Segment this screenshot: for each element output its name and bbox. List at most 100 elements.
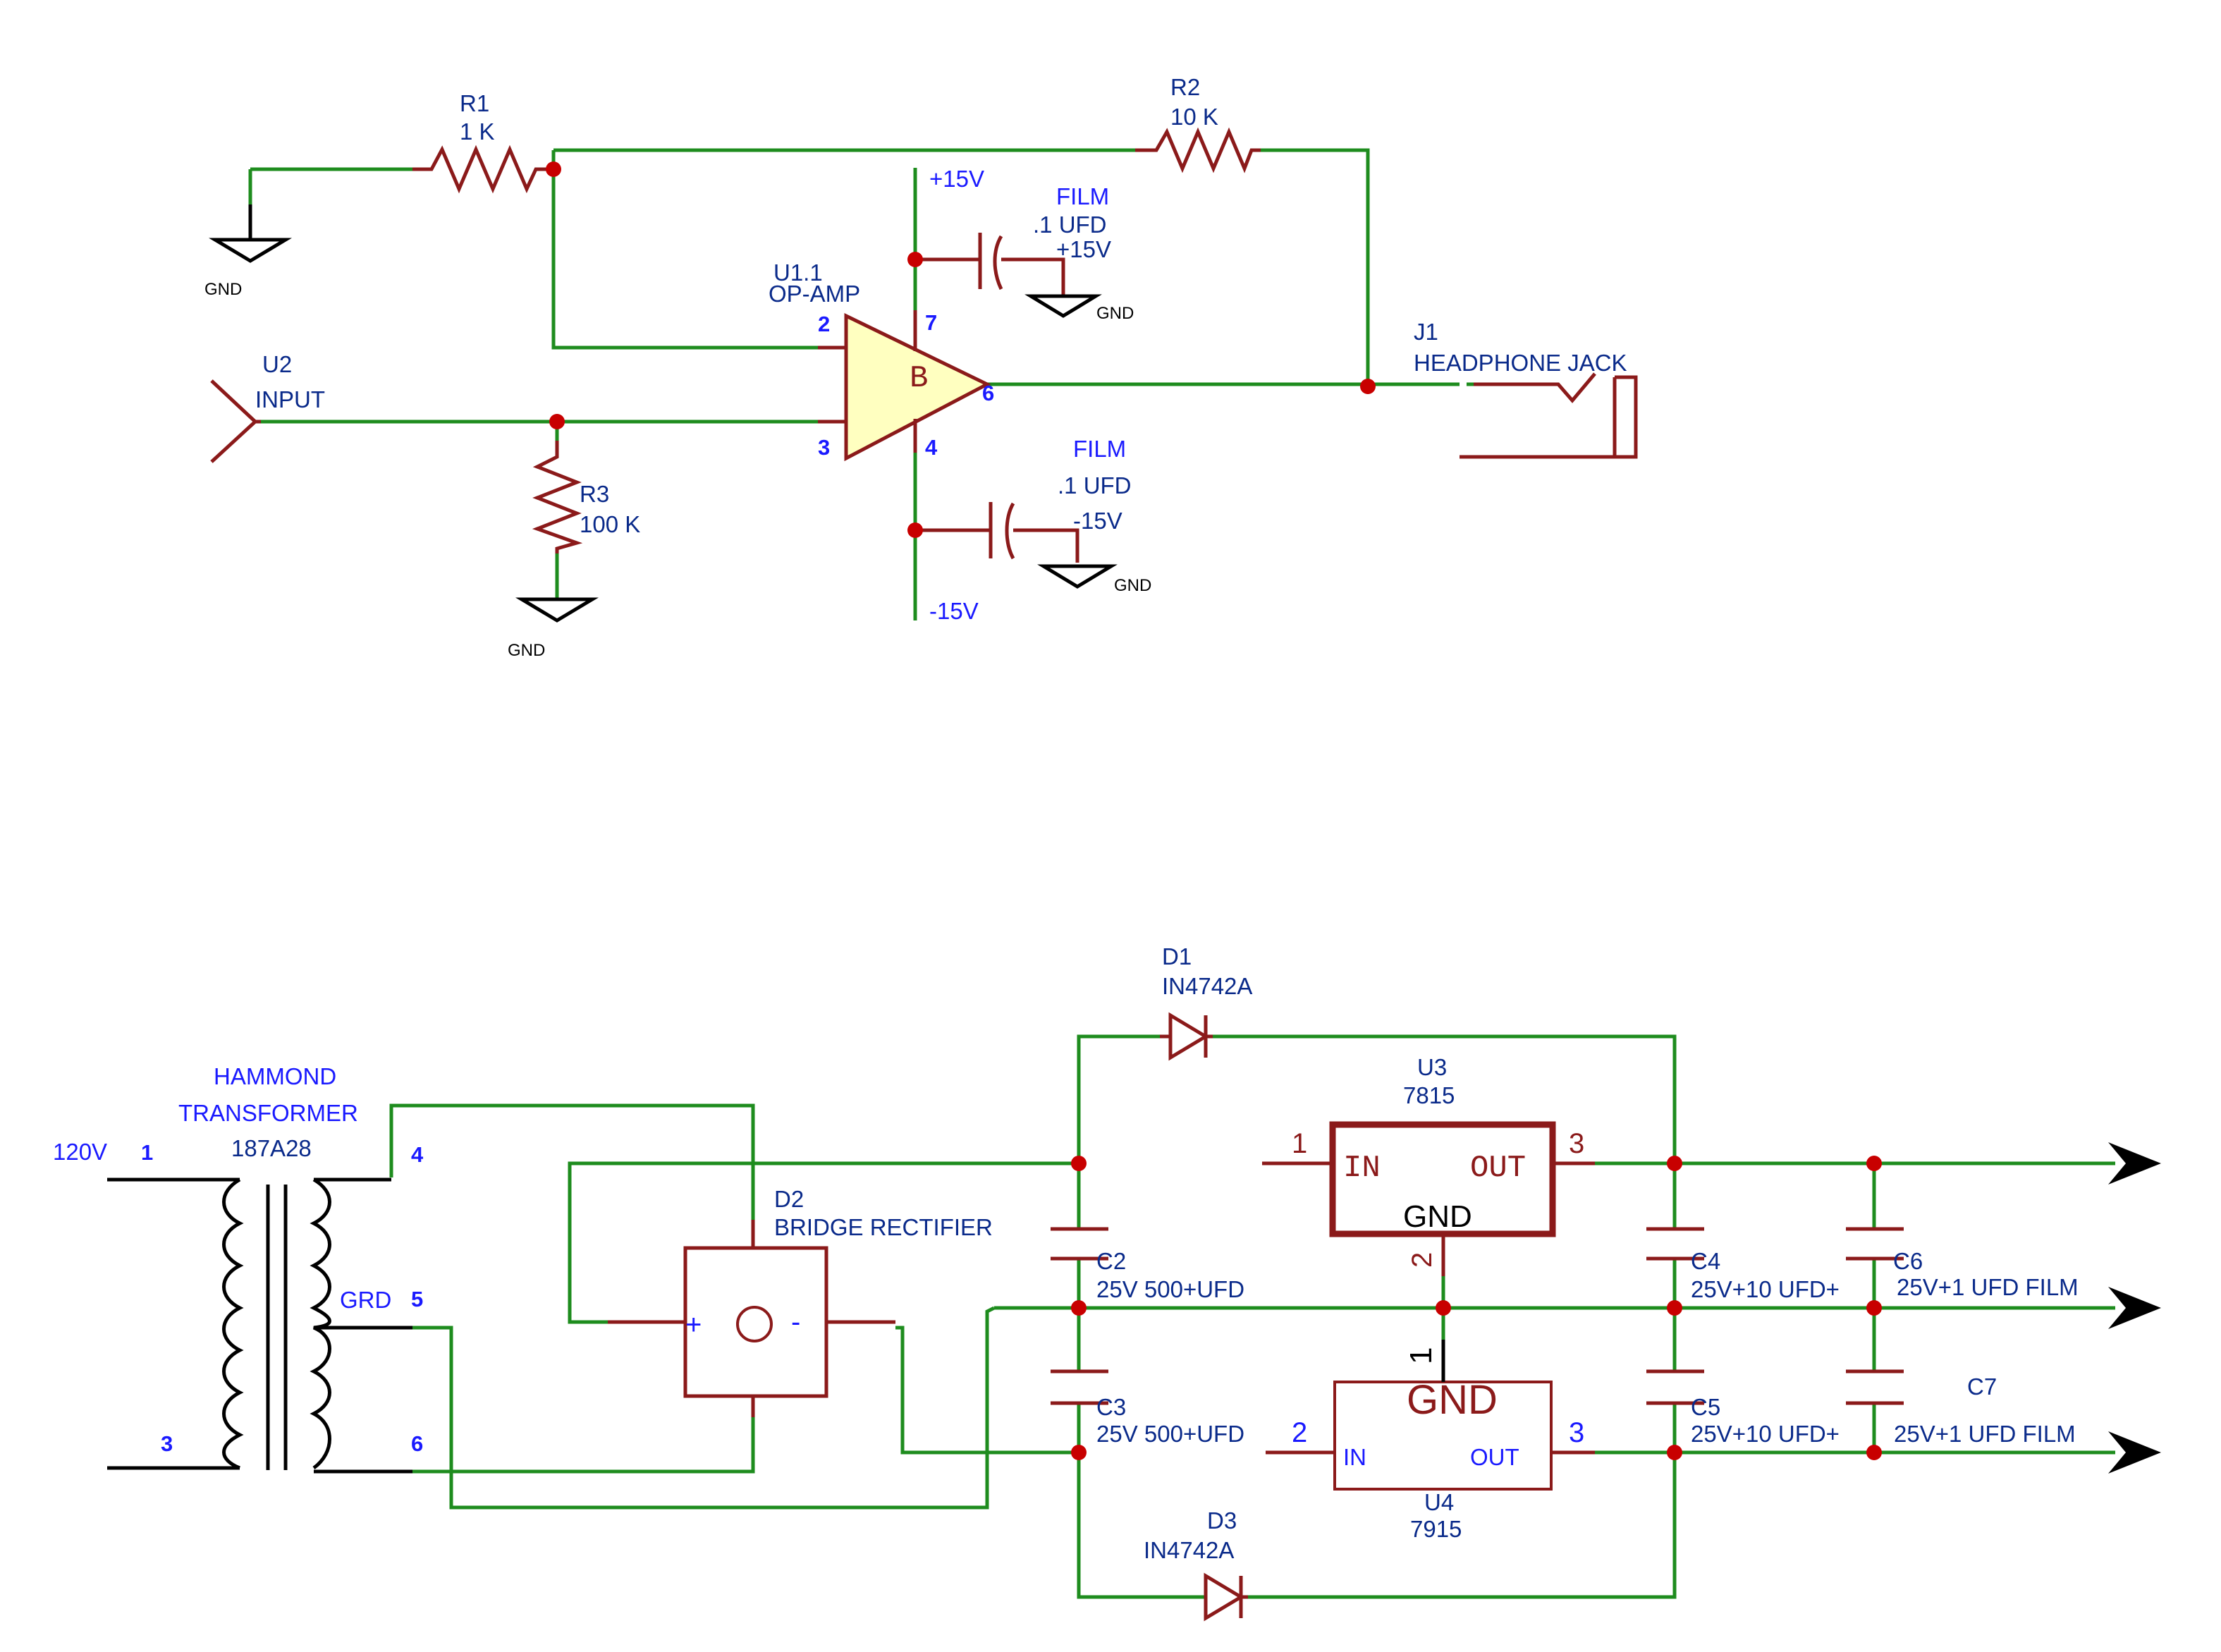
junction-dot xyxy=(907,522,923,538)
d2-label: BRIDGE RECTIFIER xyxy=(774,1214,993,1240)
u4-pin-gnd: 1 xyxy=(1404,1347,1438,1364)
transformer-ground-label: GRD xyxy=(340,1287,391,1313)
junction-dot xyxy=(1071,1445,1087,1460)
wire-bridge-to-neg-rail xyxy=(895,1326,1079,1455)
transformer-model: 187A28 xyxy=(231,1135,312,1161)
wire-transformer-to-bridge-top xyxy=(389,1103,755,1248)
capacitor-c3 xyxy=(1051,1369,1108,1405)
u4-gnd-label: GND xyxy=(1407,1377,1498,1423)
transformer-primary-coil xyxy=(222,1177,244,1470)
gnd-label-r1: GND xyxy=(204,280,242,299)
transformer-name-line2: TRANSFORMER xyxy=(178,1100,358,1126)
junction-dot xyxy=(907,252,923,267)
c4-ref: C4 xyxy=(1691,1248,1720,1274)
u4-out-label: OUT xyxy=(1470,1444,1519,1470)
wire-d3-loop xyxy=(1077,1452,1677,1599)
bridge-minus-symbol: - xyxy=(791,1307,800,1338)
wire-bridge-to-pos-rail xyxy=(568,1161,1079,1324)
amplifier-section: B R1 1 K R2 10 K R3 100 K U1.1 OP-AMP xyxy=(204,74,1638,660)
u4-pin-out: 3 xyxy=(1569,1417,1584,1448)
diode-d1 xyxy=(1160,1012,1213,1061)
transformer-pin5: 5 xyxy=(411,1287,423,1311)
cap-top-type: FILM xyxy=(1056,183,1109,209)
r1-value: 1 K xyxy=(460,118,495,145)
opamp-ref: U1.1 xyxy=(773,259,823,286)
c2-value: 25V 500+UFD xyxy=(1096,1276,1244,1302)
junction-dot xyxy=(1360,379,1376,394)
d3-ref: D3 xyxy=(1207,1507,1237,1534)
c3-value: 25V 500+UFD xyxy=(1096,1421,1244,1447)
c6-ref: C6 xyxy=(1893,1248,1923,1274)
diode-d3 xyxy=(1204,1572,1248,1622)
cap-bottom-value: .1 UFD xyxy=(1058,472,1132,498)
cap-bottom-rail: -15V xyxy=(1073,508,1122,534)
opamp-pins xyxy=(818,310,917,453)
transformer-primary-leads xyxy=(107,1177,240,1470)
bridge-plus-symbol: + xyxy=(685,1309,702,1340)
gnd-label-cap-bottom: GND xyxy=(1114,576,1151,595)
c4-value: 25V+10 UFD+ xyxy=(1691,1276,1840,1302)
headphone-jack-j1 xyxy=(1460,372,1638,459)
capacitor-c4 xyxy=(1646,1227,1704,1261)
wire-d1-loop xyxy=(1077,1034,1677,1163)
junction-dot xyxy=(1436,1300,1451,1316)
cap-bottom-leads xyxy=(915,528,1079,563)
r2-value: 10 K xyxy=(1170,104,1218,130)
u4-in-label: IN xyxy=(1343,1444,1366,1470)
c3-ref: C3 xyxy=(1096,1394,1126,1420)
gnd-label-cap-top: GND xyxy=(1096,304,1134,323)
output-arrow-neg xyxy=(2108,1431,2161,1474)
u2-label: INPUT xyxy=(255,386,325,412)
junction-dot xyxy=(549,414,565,429)
opamp-pin-vneg: 4 xyxy=(925,435,938,460)
junction-dot xyxy=(546,161,561,177)
d2-ref: D2 xyxy=(774,1186,804,1212)
transformer-secondary-coil xyxy=(310,1177,331,1470)
wire-inv-input xyxy=(551,150,843,350)
input-connector-u2 xyxy=(210,379,261,463)
junction-dot xyxy=(1667,1445,1682,1460)
resistor-r3 xyxy=(532,441,583,553)
gnd-label-r3: GND xyxy=(508,641,545,660)
opamp-pin-noninv: 3 xyxy=(818,435,830,460)
u3-pin-in: 1 xyxy=(1292,1128,1307,1159)
transformer-pin1: 1 xyxy=(141,1140,153,1165)
transformer-secondary-leads xyxy=(314,1177,412,1474)
capacitor-c6 xyxy=(1846,1227,1904,1261)
junction-dot xyxy=(1866,1300,1882,1316)
transformer-primary-voltage: 120V xyxy=(53,1139,107,1165)
transformer-pin3: 3 xyxy=(161,1431,173,1456)
ground-symbol-cap-top xyxy=(1024,294,1102,318)
junction-dot xyxy=(1071,1300,1087,1316)
d1-ref: D1 xyxy=(1162,943,1192,969)
opamp-pin-vpos: 7 xyxy=(925,310,937,335)
resistor-r2 xyxy=(1135,127,1261,173)
junction-dot xyxy=(1866,1445,1882,1460)
opamp-pin-inv: 2 xyxy=(818,312,830,336)
junction-dot xyxy=(1667,1156,1682,1171)
u2-ref: U2 xyxy=(262,351,292,377)
u3-ref: U3 xyxy=(1417,1054,1447,1080)
u3-part: 7815 xyxy=(1403,1082,1455,1108)
u3-in-label: IN xyxy=(1343,1151,1381,1186)
junction-dot xyxy=(1071,1156,1087,1171)
resistor-r1 xyxy=(412,145,550,194)
transformer-pin6: 6 xyxy=(411,1431,423,1456)
u3-leads xyxy=(1262,1161,1595,1276)
u3-out-label: OUT xyxy=(1470,1151,1526,1186)
r3-value: 100 K xyxy=(580,511,640,537)
cap-top-value: .1 UFD xyxy=(1033,212,1107,238)
u4-part: 7915 xyxy=(1410,1516,1462,1542)
j1-label: HEADPHONE JACK xyxy=(1414,350,1627,376)
ground-symbol-cap-bottom xyxy=(1037,564,1118,589)
ground-symbol-r3 xyxy=(515,597,599,623)
r2-ref: R2 xyxy=(1170,74,1200,100)
capacitor-c2 xyxy=(1051,1227,1108,1261)
rail-neg-label: -15V xyxy=(929,598,979,624)
transformer-name-line1: HAMMOND xyxy=(214,1063,336,1089)
u4-pin-in: 2 xyxy=(1292,1417,1307,1448)
u3-gnd-label: GND xyxy=(1403,1199,1472,1234)
c7-ref: C7 xyxy=(1967,1373,1997,1400)
opamp-pin-out: 6 xyxy=(982,381,994,405)
transformer-pin4: 4 xyxy=(411,1142,424,1167)
